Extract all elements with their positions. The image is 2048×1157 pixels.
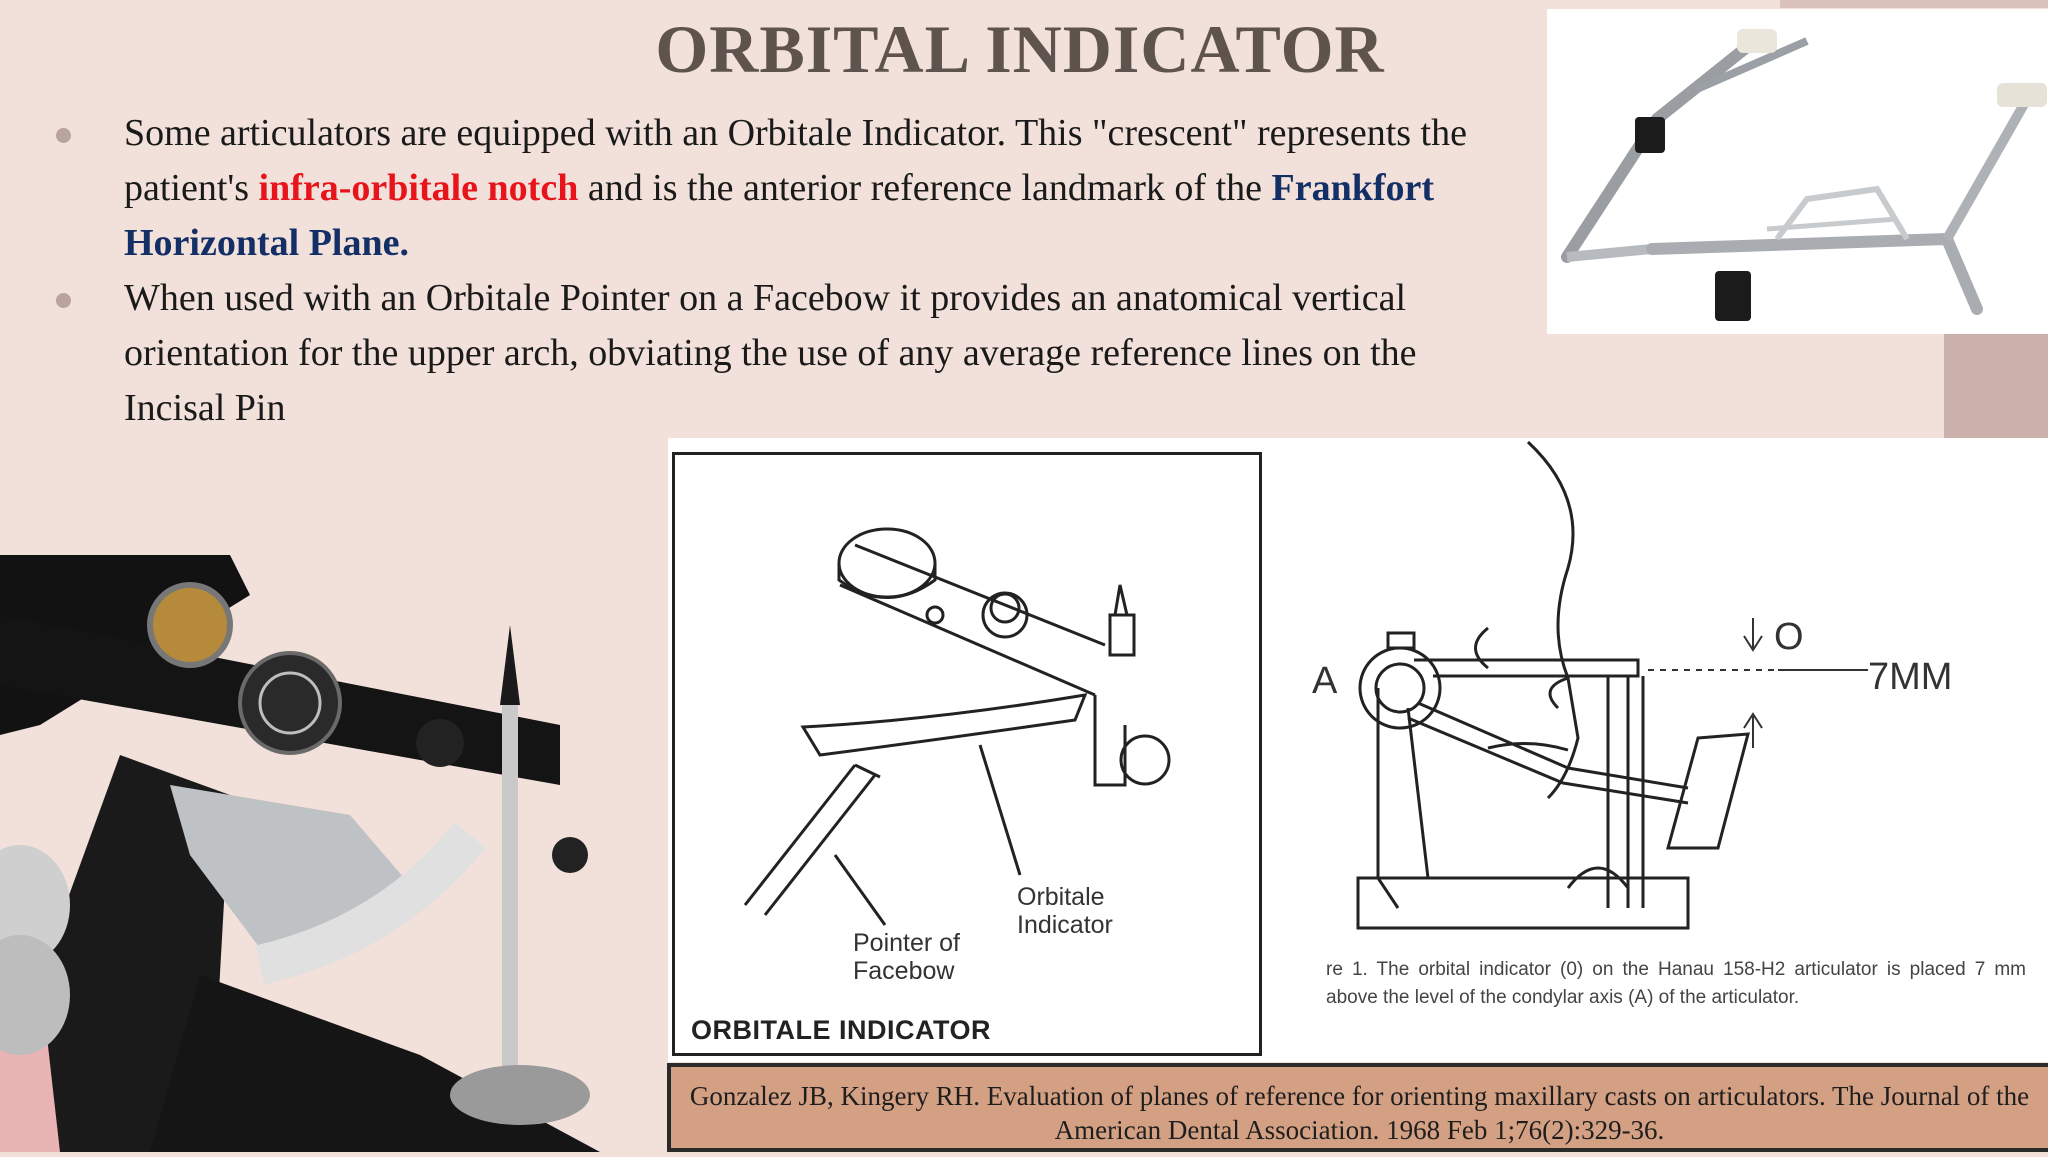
- bullet-list: Some articulators are equipped with an O…: [48, 106, 1498, 436]
- bullet-2-text: When used with an Orbitale Pointer on a …: [124, 277, 1417, 429]
- bullet-1-text-middle: and is the anterior reference landmark o…: [578, 167, 1272, 209]
- bullet-item-1: Some articulators are equipped with an O…: [48, 106, 1498, 271]
- figure-caption-text: re 1. The orbital indicator (0) on the H…: [1326, 959, 2026, 1008]
- reference-citation: Gonzalez JB, Kingery RH. Evaluation of p…: [667, 1063, 2048, 1152]
- highlight-infra-orbitale: infra-orbitale notch: [258, 167, 579, 209]
- decorative-block-right: [1944, 334, 2048, 438]
- label-orbitale-indicator: Orbitale Indicator: [1017, 883, 1113, 939]
- figure-caption-title: ORBITALE INDICATOR: [691, 1015, 991, 1045]
- bullet-item-2: When used with an Orbitale Pointer on a …: [48, 271, 1498, 436]
- bullet-1-text: Some articulators are equipped with an O…: [124, 112, 1467, 209]
- label-orbital-o: O: [1774, 616, 1804, 658]
- label-pointer-of-facebow: Pointer of Facebow: [853, 929, 961, 985]
- hanau-articulator-figure: A O 7MM re 1. The orbital indicator (0) …: [1268, 438, 2048, 1062]
- slide-title: ORBITAL INDICATOR: [655, 11, 1385, 87]
- facebow-photo: [1547, 9, 2048, 334]
- bullet-dot-icon: [56, 293, 71, 308]
- highlight-frankfort-plane: Frankfort Horizontal Plane.: [124, 167, 1435, 264]
- figure-panel: Orbitale Indicator Pointer of Facebow OR…: [668, 438, 2048, 1062]
- label-7mm: 7MM: [1868, 656, 1953, 698]
- orbitale-indicator-figure: Orbitale Indicator Pointer of Facebow OR…: [672, 452, 1262, 1056]
- bullet-dot-icon: [56, 128, 71, 143]
- label-axis-a: A: [1312, 660, 1338, 702]
- decorative-band-top: [1780, 0, 2048, 8]
- articulator-photo: [0, 555, 640, 1152]
